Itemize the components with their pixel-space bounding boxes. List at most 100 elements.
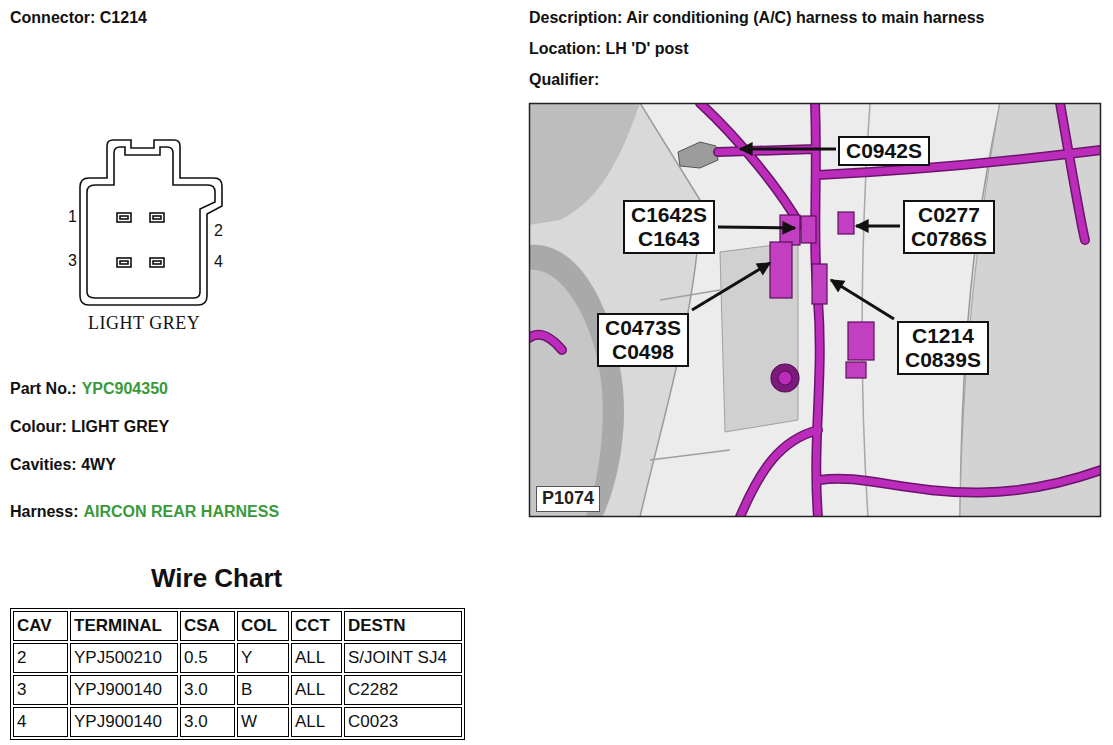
text-row: 1 bbox=[68, 208, 77, 226]
table-row: CAV TERMINAL CSA COL CCTDESTN bbox=[13, 611, 462, 641]
text-row: Location: LH 'D' post bbox=[529, 40, 689, 58]
connector-block bbox=[780, 215, 800, 245]
connector-outline bbox=[80, 140, 222, 305]
cell-value: W bbox=[241, 712, 257, 731]
cell-value: YPJ900140 bbox=[74, 680, 162, 699]
text-row: Colour: LIGHT GREY bbox=[10, 418, 169, 436]
sensor bbox=[678, 142, 718, 168]
text-row: 2 bbox=[214, 222, 223, 240]
connector-block bbox=[812, 264, 827, 304]
pin-number: 3 bbox=[68, 252, 77, 269]
grommet bbox=[771, 364, 799, 392]
location-illustration bbox=[530, 104, 1100, 516]
pin-cavity bbox=[153, 216, 161, 219]
table-cell: CCT bbox=[291, 611, 342, 641]
column-header: CSA bbox=[184, 616, 220, 635]
leader-arrow bbox=[831, 280, 894, 319]
table-cell: YPJ900140 bbox=[70, 707, 178, 737]
text-row: 3 bbox=[68, 252, 77, 270]
callout-box: C0942S bbox=[838, 136, 930, 166]
pin-cavity bbox=[150, 258, 164, 267]
illustration-ground bbox=[530, 104, 1100, 516]
pin-cavity bbox=[117, 213, 131, 222]
text-row: Part No.:YPC904350 bbox=[10, 380, 168, 398]
table-cell: 3.0 bbox=[180, 707, 235, 737]
callout-box: C1642S C1643 bbox=[623, 200, 715, 254]
harness-wire bbox=[530, 104, 1100, 516]
text-row: Cavities: 4WY bbox=[10, 456, 116, 474]
text-row: Wire Chart bbox=[151, 563, 282, 594]
callout-text: C1642S C1643 bbox=[631, 203, 707, 251]
text-row: LIGHT GREY bbox=[88, 313, 200, 334]
leader-arrow bbox=[856, 225, 900, 228]
table-cell: DESTN bbox=[344, 611, 462, 641]
cell-value: ALL bbox=[295, 712, 325, 731]
cell-value: B bbox=[241, 680, 252, 699]
pin-number: 1 bbox=[68, 208, 77, 225]
table-cell: W bbox=[237, 707, 289, 737]
wheel-arch bbox=[530, 245, 624, 516]
callout-text: C0942S bbox=[846, 139, 922, 163]
connector-block bbox=[848, 322, 874, 360]
table-cell: S/JOINT SJ4 bbox=[344, 643, 462, 673]
table-cell: YPJ500210 bbox=[70, 643, 178, 673]
illustration-frame bbox=[530, 104, 1101, 517]
wheel-arch-inner bbox=[530, 270, 603, 516]
table-cell: C2282 bbox=[344, 675, 462, 705]
table-row: 4YPJ9001403.0WALLC0023 bbox=[13, 707, 462, 737]
table-cell: COL bbox=[237, 611, 289, 641]
cell-value: 3 bbox=[17, 680, 26, 699]
column-header: CAV bbox=[17, 616, 52, 635]
connector-block bbox=[846, 362, 866, 378]
callout-box: C0473S C0498 bbox=[597, 313, 689, 367]
table-cell: ALL bbox=[291, 643, 342, 673]
callout-text: C0277 C0786S bbox=[911, 203, 987, 251]
connector-inner-outline bbox=[87, 147, 215, 298]
cell-value: ALL bbox=[295, 648, 325, 667]
figure-number: P1074 bbox=[536, 486, 600, 512]
pin-number: 4 bbox=[214, 253, 223, 270]
location-text: Location: LH 'D' post bbox=[529, 40, 689, 57]
table-row: 2YPJ5002100.5YALLS/JOINT SJ4 bbox=[13, 643, 462, 673]
pin-cavity bbox=[117, 258, 131, 267]
text-row: 4 bbox=[214, 253, 223, 271]
cell-value: Y bbox=[241, 648, 252, 667]
pin-cavity bbox=[153, 261, 161, 264]
cell-value: C2282 bbox=[348, 680, 398, 699]
table-cell: B bbox=[237, 675, 289, 705]
callout-box: C0277 C0786S bbox=[903, 200, 995, 254]
connector-face bbox=[80, 140, 222, 305]
pin-cavity bbox=[120, 261, 128, 264]
harness-outline bbox=[530, 104, 1100, 516]
table-cell: 3 bbox=[13, 675, 68, 705]
connector-block bbox=[770, 242, 792, 298]
table-heading: Wire Chart bbox=[151, 563, 282, 593]
table-cell: TERMINAL bbox=[70, 611, 178, 641]
cell-value: ALL bbox=[295, 680, 325, 699]
harness bbox=[530, 104, 1100, 516]
text-row: Connector: C1214 bbox=[10, 9, 147, 27]
table-row: 3 YPJ900140 3.0 B ALL C2282 bbox=[13, 675, 462, 705]
grommet bbox=[778, 371, 792, 385]
text-row: Harness:AIRCON REAR HARNESS bbox=[10, 503, 279, 521]
table-cell: C0023 bbox=[344, 707, 462, 737]
field-name: Part No.: bbox=[10, 380, 77, 397]
pin-cavity bbox=[120, 216, 128, 219]
table-cell: 3.0 bbox=[180, 675, 235, 705]
connector-heading: Connector: C1214 bbox=[10, 9, 147, 26]
table-cell: Y bbox=[237, 643, 289, 673]
table-cell: ALL bbox=[291, 675, 342, 705]
column-header: COL bbox=[241, 616, 277, 635]
cell-value: S/JOINT SJ4 bbox=[348, 648, 447, 667]
leader-arrow bbox=[692, 263, 770, 310]
connector-block bbox=[801, 216, 816, 243]
callout-text: C1214 C0839S bbox=[905, 324, 981, 372]
text-row: Description: Air conditioning (A/C) harn… bbox=[529, 9, 984, 27]
callout-text: C0473S C0498 bbox=[605, 316, 681, 364]
cell-value: 0.5 bbox=[184, 648, 208, 667]
callout-box: C1214 C0839S bbox=[897, 321, 989, 375]
description-text: Description: Air conditioning (A/C) harn… bbox=[529, 9, 984, 26]
cell-value: YPJ900140 bbox=[74, 712, 162, 731]
field-name: Harness: bbox=[10, 503, 78, 520]
